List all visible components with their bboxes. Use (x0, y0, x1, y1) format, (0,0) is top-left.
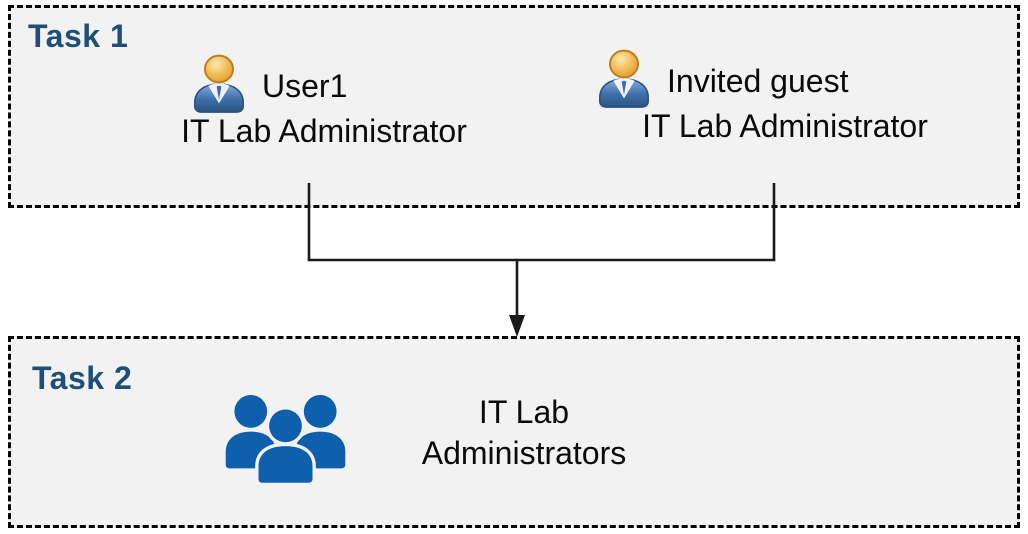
group-name-line1: IT Lab (478, 394, 570, 430)
entity-name-invited-guest: Invited guest (667, 63, 849, 99)
task2-label: Task 2 (32, 360, 133, 396)
person-icon (593, 49, 655, 114)
people-group-icon (218, 388, 353, 490)
group-name: IT Lab Administrators (422, 392, 627, 474)
entity-name-user1: User1 (262, 68, 348, 104)
entity-role-user1: IT Lab Administrator (181, 113, 467, 149)
task1-box (8, 5, 1020, 208)
group-name-line2: Administrators (421, 435, 627, 471)
entity-role-invited-guest: IT Lab Administrator (642, 108, 928, 144)
task1-label: Task 1 (28, 18, 129, 54)
task2-box (8, 336, 1020, 528)
person-icon (188, 54, 250, 119)
arrowhead-icon (509, 315, 525, 337)
